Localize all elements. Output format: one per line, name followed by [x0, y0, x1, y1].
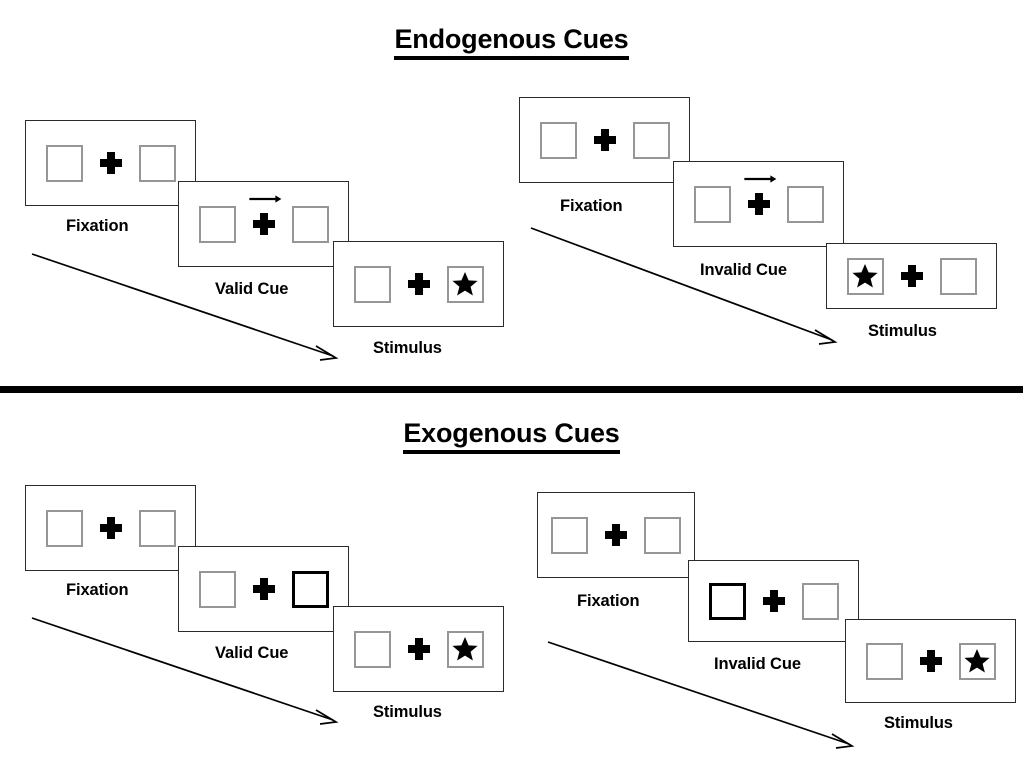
fixation-cross-wrap	[248, 195, 281, 235]
right-cued-square	[291, 570, 329, 608]
left-placeholder-square	[45, 144, 83, 182]
endogenous-invalid-time-flow-arrow-icon	[530, 227, 838, 345]
section-divider	[0, 386, 1023, 393]
left-placeholder-square	[198, 205, 236, 243]
right-placeholder-square	[138, 509, 176, 547]
exogenous-valid-stimulus-label: Stimulus	[373, 703, 442, 721]
right-placeholder-square	[801, 582, 839, 620]
fixation-cross-wrap	[900, 265, 923, 287]
exogenous-invalid-stimulus-card	[845, 619, 1016, 703]
left-placeholder-square	[551, 516, 588, 554]
right-target-square	[958, 642, 996, 680]
right-placeholder-square	[138, 144, 176, 182]
exogenous-invalid-time-flow-arrow-icon	[547, 641, 855, 749]
endogenous-invalid-stimulus-label: Stimulus	[868, 322, 937, 340]
star-icon	[452, 272, 478, 296]
fixation-cross-icon	[99, 517, 122, 539]
fixation-cross-icon	[747, 193, 770, 215]
endogenous-invalid-fixation-card	[519, 97, 690, 183]
endogenous-invalid-stimulus-card	[826, 243, 997, 309]
right-placeholder-square	[291, 205, 329, 243]
fixation-cross-wrap	[762, 590, 785, 612]
fixation-cross-wrap	[99, 152, 122, 174]
arrow-right-icon	[248, 195, 281, 203]
fixation-cross-icon	[99, 152, 122, 174]
exogenous-invalid-fixation-label: Fixation	[577, 592, 640, 610]
left-target-square	[846, 257, 884, 295]
fixation-cross-wrap	[99, 517, 122, 539]
card-content	[198, 570, 329, 608]
exogenous-title-text: Exogenous Cues	[403, 418, 620, 454]
fixation-cross-icon	[605, 524, 627, 546]
left-placeholder-square	[353, 265, 391, 303]
card-content	[45, 509, 176, 547]
right-placeholder-square	[939, 257, 977, 295]
card-content	[353, 630, 484, 668]
endogenous-valid-stimulus-card	[333, 241, 504, 327]
endogenous-title-text: Endogenous Cues	[394, 24, 629, 60]
endogenous-valid-fixation-card	[25, 120, 196, 206]
endogenous-valid-cue-label: Valid Cue	[215, 280, 289, 298]
right-placeholder-square	[632, 121, 670, 159]
fixation-cross-icon	[252, 213, 275, 235]
left-placeholder-square	[353, 630, 391, 668]
star-icon	[852, 264, 878, 288]
fixation-cross-icon	[593, 129, 616, 151]
left-cued-square	[708, 582, 746, 620]
exogenous-section-title: Exogenous Cues	[0, 418, 1023, 454]
fixation-cross-wrap	[743, 175, 776, 215]
fixation-cross-wrap	[407, 273, 430, 295]
exogenous-valid-fixation-card	[25, 485, 196, 571]
fixation-cross-icon	[900, 265, 923, 287]
exogenous-valid-cue-card	[178, 546, 349, 632]
exogenous-valid-cue-label: Valid Cue	[215, 644, 289, 662]
card-content	[198, 195, 329, 243]
right-target-square	[446, 630, 484, 668]
fixation-cross-icon	[407, 638, 430, 660]
left-placeholder-square	[693, 185, 731, 223]
fixation-cross-icon	[762, 590, 785, 612]
right-target-square	[446, 265, 484, 303]
card-content	[539, 121, 670, 159]
endogenous-valid-stimulus-label: Stimulus	[373, 339, 442, 357]
card-content	[353, 265, 484, 303]
fixation-cross-wrap	[593, 129, 616, 151]
endogenous-section-title: Endogenous Cues	[0, 24, 1023, 60]
fixation-cross-icon	[919, 650, 942, 672]
exogenous-invalid-cue-label: Invalid Cue	[714, 655, 801, 673]
fixation-cross-wrap	[407, 638, 430, 660]
card-content	[551, 516, 681, 554]
exogenous-invalid-fixation-card	[537, 492, 695, 578]
endogenous-valid-fixation-label: Fixation	[66, 217, 129, 235]
fixation-cross-wrap	[252, 578, 275, 600]
card-content	[45, 144, 176, 182]
left-placeholder-square	[45, 509, 83, 547]
endogenous-invalid-cue-label: Invalid Cue	[700, 261, 787, 279]
exogenous-valid-stimulus-card	[333, 606, 504, 692]
card-content	[846, 257, 977, 295]
star-icon	[452, 637, 478, 661]
right-placeholder-square	[786, 185, 824, 223]
exogenous-invalid-cue-card	[688, 560, 859, 642]
fixation-cross-icon	[407, 273, 430, 295]
card-content	[693, 175, 824, 223]
left-placeholder-square	[865, 642, 903, 680]
fixation-cross-wrap	[605, 524, 627, 546]
fixation-cross-wrap	[919, 650, 942, 672]
star-icon	[964, 649, 990, 673]
left-placeholder-square	[539, 121, 577, 159]
fixation-cross-icon	[252, 578, 275, 600]
right-placeholder-square	[644, 516, 681, 554]
exogenous-valid-time-flow-arrow-icon	[31, 617, 339, 725]
exogenous-valid-fixation-label: Fixation	[66, 581, 129, 599]
endogenous-invalid-fixation-label: Fixation	[560, 197, 623, 215]
card-content	[708, 582, 839, 620]
arrow-right-icon	[743, 175, 776, 183]
endogenous-valid-cue-card	[178, 181, 349, 267]
card-content	[865, 642, 996, 680]
endogenous-invalid-cue-card	[673, 161, 844, 247]
exogenous-invalid-stimulus-label: Stimulus	[884, 714, 953, 732]
left-placeholder-square	[198, 570, 236, 608]
endogenous-valid-time-flow-arrow-icon	[31, 253, 339, 361]
